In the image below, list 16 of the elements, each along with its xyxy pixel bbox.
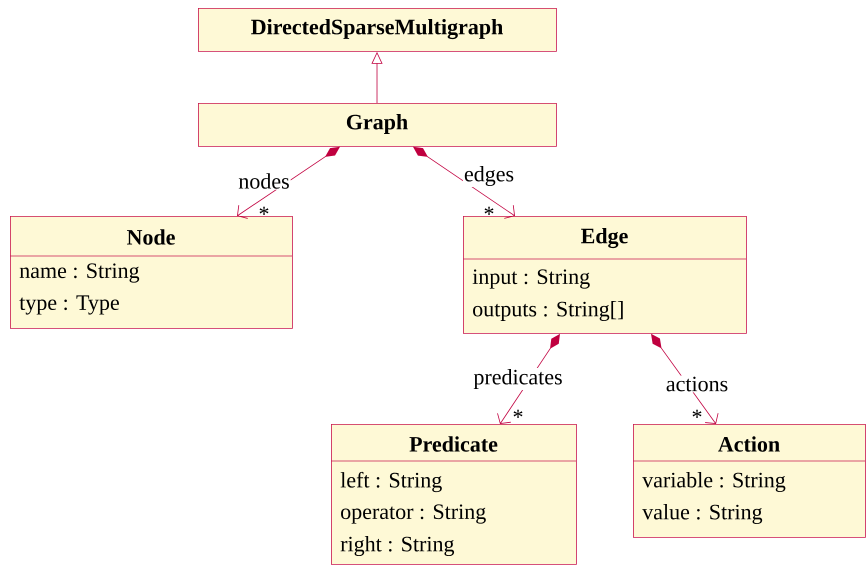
multiplicity-label: * — [260, 206, 268, 215]
composition-arrow — [413, 146, 515, 219]
class-box: Edge input : String outputs : String[] — [462, 216, 747, 334]
multiplicity-label: * — [484, 206, 494, 215]
class-box: Action variable : String value : String — [632, 424, 866, 538]
edge-label: edges — [462, 165, 516, 187]
multiplicity-label: * — [692, 410, 702, 418]
class-box: Node name : String type : Type — [10, 216, 293, 329]
class-box: Graph — [198, 103, 557, 147]
class-box: Predicate left : String operator : String right : String — [330, 424, 577, 565]
edge-label: nodes — [237, 172, 291, 190]
composition-arrow — [237, 146, 340, 219]
multiplicity-label: * — [514, 410, 522, 418]
edge-label: actions — [664, 376, 730, 392]
edge-label: predicates — [472, 368, 564, 390]
class-box: DirectedSparseMultigraph — [198, 8, 557, 52]
